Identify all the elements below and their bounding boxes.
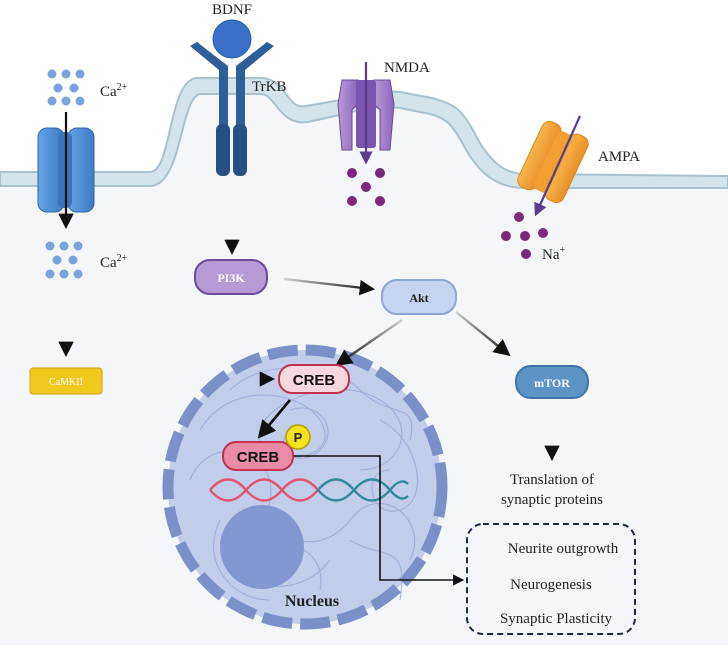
bdnf-ligand <box>212 19 252 59</box>
cell-membrane <box>0 77 728 189</box>
outcome-item: Synaptic Plasticity <box>500 611 613 627</box>
camkii-label: CaMKII <box>49 377 83 388</box>
bdnf-label: BDNF <box>212 2 252 18</box>
nmda-ions <box>347 168 385 206</box>
outcome-item: Neurite outgrowth <box>508 541 619 557</box>
mtor-node: mTOR <box>515 365 589 399</box>
creb-node-upper: CREB <box>278 364 350 394</box>
creb-node-phosphorylated: CREB <box>222 441 294 471</box>
outcome-item: Neurogenesis <box>510 577 592 593</box>
pi3k-label: PI3K <box>217 271 245 285</box>
phosphate-badge: P <box>285 424 311 450</box>
creb-upper-label: CREB <box>293 372 336 389</box>
akt-label: Akt <box>409 291 428 305</box>
calcium-label-top: Ca2+ <box>100 82 128 100</box>
creb-phosphorylation-arrow <box>257 399 291 439</box>
outcomes-box: Neurite outgrowth Neurogenesis Synaptic … <box>466 523 636 635</box>
ampa-receptor <box>517 120 589 204</box>
calcium-ions-extracellular <box>47 69 85 106</box>
translation-line2: synaptic proteins <box>501 492 603 508</box>
camkii-node: CaMKII <box>29 367 103 395</box>
trkb-receptor <box>190 19 274 176</box>
calcium-label-bottom: Ca2+ <box>100 253 128 271</box>
sodium-ions <box>501 212 548 259</box>
phosphate-label: P <box>294 430 303 445</box>
translation-line1: Translation of <box>510 472 594 488</box>
akt-node: Akt <box>381 279 457 315</box>
ampa-label: AMPA <box>598 149 640 165</box>
mtor-label: mTOR <box>534 376 570 390</box>
calcium-channel <box>37 127 95 213</box>
nmda-label: NMDA <box>384 60 430 76</box>
nucleolus <box>220 505 304 589</box>
creb-lower-label: CREB <box>237 449 280 466</box>
trkb-label: TrKB <box>252 79 286 95</box>
akt-to-creb-arrow <box>335 319 403 366</box>
pi3k-node: PI3K <box>194 259 268 295</box>
ampa-influx-arrow <box>534 115 582 217</box>
nucleus-label: Nucleus <box>285 593 339 610</box>
creb-to-outcomes-arrow <box>294 455 465 586</box>
akt-to-mtor-arrow <box>455 311 511 357</box>
sodium-label: Na+ <box>542 245 566 263</box>
dna-helix <box>209 478 409 502</box>
calcium-ions-intracellular <box>45 241 83 279</box>
pi3k-to-akt-arrow <box>283 277 376 296</box>
